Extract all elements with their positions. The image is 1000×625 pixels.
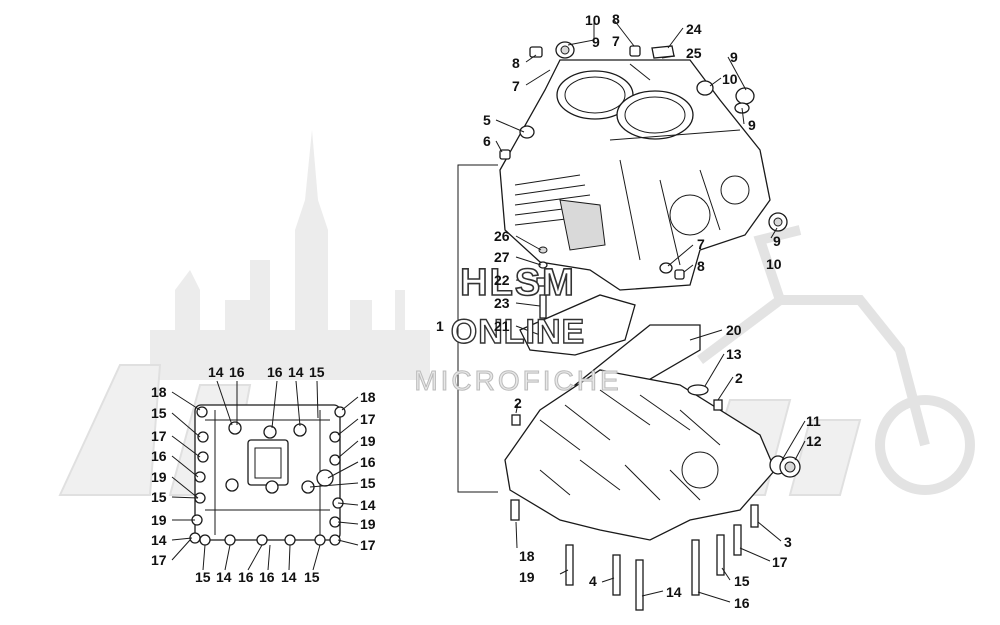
callout-12: 12 — [806, 433, 822, 449]
callout-8: 8 — [697, 258, 705, 274]
callout-4: 4 — [589, 573, 597, 589]
callout-2: 2 — [735, 370, 743, 386]
callout-14: 14 — [288, 364, 304, 380]
crankcase-bottom-view — [189, 404, 346, 546]
callout-16: 16 — [734, 595, 750, 611]
bolt-17 — [733, 524, 742, 556]
callout-9: 9 — [592, 34, 600, 50]
callout-15: 15 — [195, 569, 211, 585]
leader-lines — [171, 19, 806, 603]
bolt-15 — [716, 534, 725, 576]
callout-26: 26 — [494, 228, 510, 244]
callout-20: 20 — [726, 322, 742, 338]
lower-crankcase — [504, 369, 801, 541]
callout-19: 19 — [151, 512, 167, 528]
bolt-18 — [510, 499, 520, 521]
callout-18: 18 — [151, 384, 167, 400]
washer-10b — [696, 80, 714, 96]
callout-15: 15 — [734, 573, 750, 589]
callout-8: 8 — [512, 55, 520, 71]
callout-17: 17 — [151, 552, 167, 568]
callout-10: 10 — [722, 71, 738, 87]
skyline-silhouette — [120, 130, 430, 380]
callout-14: 14 — [151, 532, 167, 548]
callout-15: 15 — [151, 405, 167, 421]
callout-5: 5 — [483, 112, 491, 128]
callout-27: 27 — [494, 249, 510, 265]
callout-19: 19 — [519, 569, 535, 585]
callout-9: 9 — [748, 117, 756, 133]
gasket-21 — [519, 294, 636, 356]
callout-18: 18 — [519, 548, 535, 564]
callout-14: 14 — [208, 364, 224, 380]
callout-15: 15 — [309, 364, 325, 380]
callout-16: 16 — [229, 364, 245, 380]
callout-13: 13 — [726, 346, 742, 362]
hlsm-watermark: HLSM ONLINE MICROFICHE — [414, 261, 621, 396]
callout-10: 10 — [585, 12, 601, 28]
callout-23: 23 — [494, 295, 510, 311]
callout-17: 17 — [360, 537, 376, 553]
callout-1: 1 — [436, 318, 444, 334]
callout-2: 2 — [514, 395, 522, 411]
callout-19: 19 — [360, 433, 376, 449]
callout-7: 7 — [612, 33, 620, 49]
callout-14: 14 — [360, 497, 376, 513]
callout-8: 8 — [612, 11, 620, 27]
watermark-line3: MICROFICHE — [414, 365, 621, 396]
bolt-4 — [612, 554, 621, 596]
callout-17: 17 — [360, 411, 376, 427]
callout-15: 15 — [360, 475, 376, 491]
callout-16: 16 — [151, 448, 167, 464]
callout-18: 18 — [360, 389, 376, 405]
stud-3 — [750, 504, 759, 528]
bolt-16 — [691, 539, 700, 596]
callout-14: 14 — [666, 584, 682, 600]
callout-25: 25 — [686, 45, 702, 61]
bolt-14 — [635, 559, 644, 611]
assembly-bracket-1 — [457, 164, 498, 493]
callout-16: 16 — [267, 364, 283, 380]
callout-9: 9 — [730, 49, 738, 65]
callout-7: 7 — [697, 236, 705, 252]
crankcase-bolts — [510, 499, 759, 611]
callout-6: 6 — [483, 133, 491, 149]
callout-16: 16 — [259, 569, 275, 585]
callout-15: 15 — [151, 489, 167, 505]
plug-8 — [529, 46, 543, 58]
callout-7: 7 — [512, 78, 520, 94]
plug-8b — [629, 45, 641, 57]
cylinder-block — [499, 59, 771, 291]
callout-9: 9 — [773, 233, 781, 249]
callout-labels: 10 8 24 9 7 25 8 7 9 10 9 5 6 9 10 7 8 2… — [151, 11, 822, 611]
callout-15: 15 — [304, 569, 320, 585]
callout-17: 17 — [151, 428, 167, 444]
callout-16: 16 — [360, 454, 376, 470]
callout-14: 14 — [216, 569, 232, 585]
callout-10: 10 — [766, 256, 782, 272]
callout-19: 19 — [360, 516, 376, 532]
callout-3: 3 — [784, 534, 792, 550]
oring-13 — [687, 384, 709, 396]
callout-24: 24 — [686, 21, 702, 37]
callout-17: 17 — [772, 554, 788, 570]
motorcycle-silhouette — [697, 225, 975, 495]
callout-21: 21 — [494, 318, 510, 334]
bottom-view-bolt-holes — [189, 406, 346, 546]
callout-14: 14 — [281, 569, 297, 585]
watermark-line2: ONLINE — [451, 313, 585, 351]
upper-fasteners — [499, 41, 788, 319]
callout-19: 19 — [151, 469, 167, 485]
callout-16: 16 — [238, 569, 254, 585]
bolt-19 — [565, 544, 574, 586]
watermark-line1: HLSM — [460, 262, 576, 304]
callout-11: 11 — [806, 413, 821, 429]
callout-22: 22 — [494, 272, 510, 288]
